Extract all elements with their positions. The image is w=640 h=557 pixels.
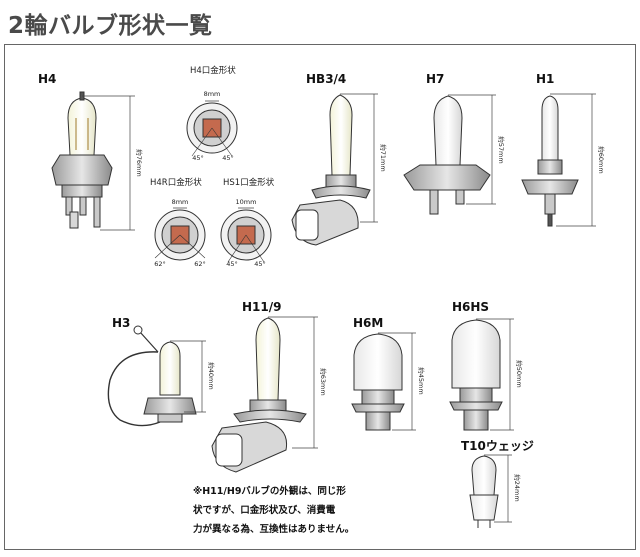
page-title: 2輪バルブ形状一覧 bbox=[8, 13, 213, 39]
hb34-bulb-illustration bbox=[291, 94, 371, 246]
t10-bulb-illustration bbox=[469, 455, 499, 528]
h4r-base-width: 8mm bbox=[172, 198, 189, 206]
h4-dimension bbox=[82, 95, 135, 231]
hs1-base-width: 10mm bbox=[236, 198, 257, 206]
h4-base-angle-left: 45° bbox=[192, 154, 204, 162]
h4r-base-diagram bbox=[154, 207, 206, 261]
label-t10: T10ウェッジ bbox=[461, 439, 534, 453]
h7-dimension bbox=[448, 94, 496, 205]
compatibility-note: ※H11/H9バルブの外観は、同じ形 状ですが、口金形状及び、消費電 力が異なる… bbox=[193, 482, 393, 539]
label-h1: H1 bbox=[536, 72, 555, 86]
hs1-base-diagram bbox=[220, 207, 272, 263]
label-h4: H4 bbox=[38, 72, 57, 86]
h4-base-angle-right: 45° bbox=[222, 154, 234, 162]
h4-base-diagram bbox=[186, 100, 238, 157]
note-line-2: 状ですが、口金形状及び、消費電 bbox=[193, 505, 336, 516]
h4-bulb-illustration bbox=[51, 91, 113, 229]
h7-height-text: 約57mm bbox=[497, 136, 506, 163]
h119-dimension bbox=[268, 316, 318, 449]
h4r-base-angle-left: 62° bbox=[154, 260, 166, 268]
label-h6hs: H6HS bbox=[452, 300, 490, 314]
label-h6m: H6M bbox=[353, 316, 384, 330]
h119-bulb-illustration bbox=[211, 317, 307, 473]
t10-dimension bbox=[484, 454, 512, 523]
label-hs1-base: HS1口金形状 bbox=[223, 178, 275, 188]
h1-bulb-illustration bbox=[521, 95, 579, 227]
label-h4r-base: H4R口金形状 bbox=[150, 178, 202, 188]
h7-bulb-illustration bbox=[403, 95, 491, 215]
bulb-panel bbox=[4, 44, 636, 550]
hs1-base-angle-left: 45° bbox=[226, 260, 238, 268]
label-h3: H3 bbox=[112, 316, 131, 330]
h4r-base-angle-right: 62° bbox=[194, 260, 206, 268]
h6hs-height-text: 約50mm bbox=[515, 360, 524, 387]
h3-dimension bbox=[170, 340, 206, 413]
label-hb34: HB3/4 bbox=[306, 72, 347, 86]
hs1-base-angle-right: 45° bbox=[254, 260, 266, 268]
h3-height-text: 約40mm bbox=[207, 362, 216, 389]
hb34-dimension bbox=[340, 93, 378, 223]
h1-dimension bbox=[550, 93, 596, 227]
h119-height-text: 約63mm bbox=[319, 368, 328, 395]
label-h119: H11/9 bbox=[242, 300, 282, 314]
h4-base-width: 8mm bbox=[204, 90, 221, 98]
h1-height-text: 約60mm bbox=[597, 146, 606, 173]
h6m-height-text: 約45mm bbox=[417, 367, 426, 394]
t10-height-text: 約24mm bbox=[513, 474, 522, 501]
note-line-3: 力が異なる為、互換性はありません。 bbox=[193, 524, 355, 535]
h6m-bulb-illustration bbox=[351, 333, 405, 431]
h6m-dimension bbox=[378, 332, 416, 431]
hb34-height-text: 約71mm bbox=[379, 144, 388, 171]
h3-bulb-illustration bbox=[107, 325, 197, 427]
label-h4-base: H4口金形状 bbox=[190, 66, 236, 76]
h6hs-dimension bbox=[476, 318, 514, 431]
label-h7: H7 bbox=[426, 72, 445, 86]
note-line-1: ※H11/H9バルブの外観は、同じ形 bbox=[193, 486, 346, 497]
h6hs-bulb-illustration bbox=[449, 319, 503, 431]
h4-height-text: 約76mm bbox=[135, 149, 144, 176]
